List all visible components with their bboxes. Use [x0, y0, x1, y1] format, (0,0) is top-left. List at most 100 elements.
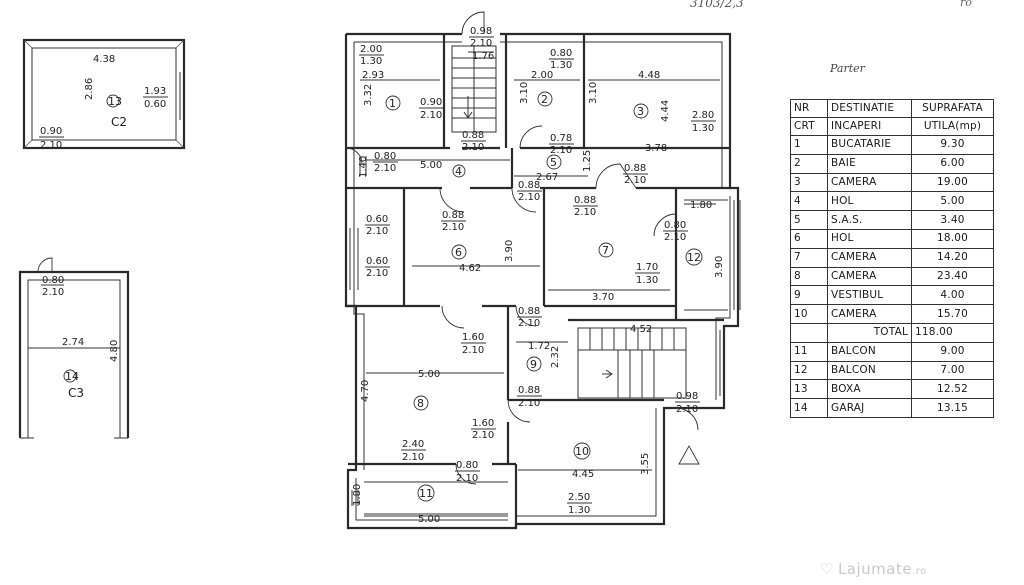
cell-area: 9.00 [911, 341, 994, 362]
table-header-row: CRT INCAPERI UTILA(mp) [790, 117, 994, 136]
door-swing [653, 213, 677, 237]
window [715, 330, 721, 396]
dim-label: 4.70 [360, 380, 371, 402]
room-number: 12 [687, 251, 701, 264]
table-header-row: NR DESTINATIE SUPRAFATA [790, 99, 994, 118]
dim-label: 2.10 [374, 163, 396, 174]
dim-label: 1.80 [352, 484, 363, 506]
header-destination: DESTINATIE [827, 99, 912, 118]
door-swing [511, 187, 537, 213]
dim-label: 0.88 [574, 195, 596, 206]
room-number: 13 [108, 95, 122, 108]
dim-label: 0.80 [456, 460, 478, 471]
door-swing [595, 163, 637, 189]
room-marker-9: 9 [526, 356, 542, 372]
door-swing [515, 305, 537, 327]
room-number: 3 [637, 105, 644, 118]
cell-area: 23.40 [911, 266, 994, 287]
dim-label: 1.60 [462, 332, 484, 343]
staircase-bottom [577, 327, 687, 399]
dim-label: 0.88 [518, 180, 540, 191]
dim-label: 1.70 [636, 262, 658, 273]
cell-destination: BAIE [827, 153, 912, 174]
cell-nr: 10 [790, 304, 828, 324]
dim-label: 0.60 [366, 256, 388, 267]
room-number: 6 [455, 246, 462, 259]
dim-label: 4.45 [572, 469, 594, 480]
room-number: 11 [419, 487, 433, 500]
watermark-tld: .ro [912, 566, 927, 577]
handwritten-note: Parter [830, 62, 865, 75]
cell-nr: 2 [790, 153, 828, 174]
cell-area: 7.00 [911, 360, 994, 381]
cell-empty [790, 322, 828, 343]
room-marker-6: 6 [451, 244, 467, 260]
dim-label: 5.00 [418, 369, 440, 380]
dimension-labels: 2.00 1.30 2.93 3.32 0.98 2.10 1.76 0.80 … [352, 26, 725, 525]
dim-label: 2.10 [550, 145, 572, 156]
cell-destination: CAMERA [827, 172, 912, 193]
cell-destination: CAMERA [827, 266, 912, 287]
dim-label: 1.30 [360, 56, 382, 67]
dim-label: 1.25 [582, 150, 593, 172]
dim-label: 1.76 [472, 51, 494, 62]
dim-label: 5.00 [420, 160, 442, 171]
cell-nr: 13 [790, 379, 828, 400]
cell-area: 18.00 [911, 228, 994, 249]
cell-destination: HOL [827, 191, 912, 212]
cell-destination: BALCON [827, 360, 912, 381]
dim-label: 0.88 [442, 210, 464, 221]
dim-label: 1.30 [550, 60, 572, 71]
room-number: 9 [530, 358, 537, 371]
cell-area: 12.52 [911, 379, 994, 400]
dim-label: 0.90 [40, 126, 62, 137]
balcony-12 [684, 199, 728, 311]
dim-label: 2.10 [456, 473, 478, 484]
door-swing [345, 147, 363, 165]
room-number: 10 [575, 445, 589, 458]
cell-nr: 1 [790, 135, 828, 155]
dim-label: 2.10 [40, 140, 62, 151]
dim-label: 0.98 [470, 26, 492, 37]
room-number: 4 [455, 165, 462, 178]
header-nr-sub: CRT [790, 117, 828, 136]
room-marker-4: 4 [452, 164, 466, 178]
dim-label: 3.78 [645, 143, 667, 154]
cell-area: 4.00 [911, 285, 994, 306]
door-swing [439, 187, 465, 213]
window [349, 228, 359, 290]
room-marker-7: 7 [598, 242, 614, 258]
header-area: SUPRAFATA [911, 99, 994, 118]
dim-label: 2.10 [366, 268, 388, 279]
dim-label: 2.00 [360, 44, 382, 55]
house-plan: 1 2 3 4 5 6 7 8 9 10 11 12 2.00 1.30 2.9… [344, 11, 741, 530]
dim-label: 2.50 [568, 492, 590, 503]
dim-label: 0.98 [676, 391, 698, 402]
room-marker [106, 94, 120, 108]
dim-label: 3.32 [363, 84, 374, 106]
dim-label: 2.10 [574, 207, 596, 218]
room-number: 7 [602, 244, 609, 257]
dim-label: 0.80 [42, 275, 64, 286]
door-swing [519, 125, 543, 149]
dim-label: 0.60 [366, 214, 388, 225]
room-number: 5 [550, 156, 557, 169]
dimension-line [360, 51, 720, 517]
cell-destination: BUCATARIE [827, 135, 912, 155]
dim-label: 2.80 [692, 110, 714, 121]
cell-nr: 6 [790, 228, 828, 249]
wall [402, 188, 546, 306]
dim-label: 0.80 [550, 48, 572, 59]
dim-label: 3.55 [640, 453, 651, 475]
